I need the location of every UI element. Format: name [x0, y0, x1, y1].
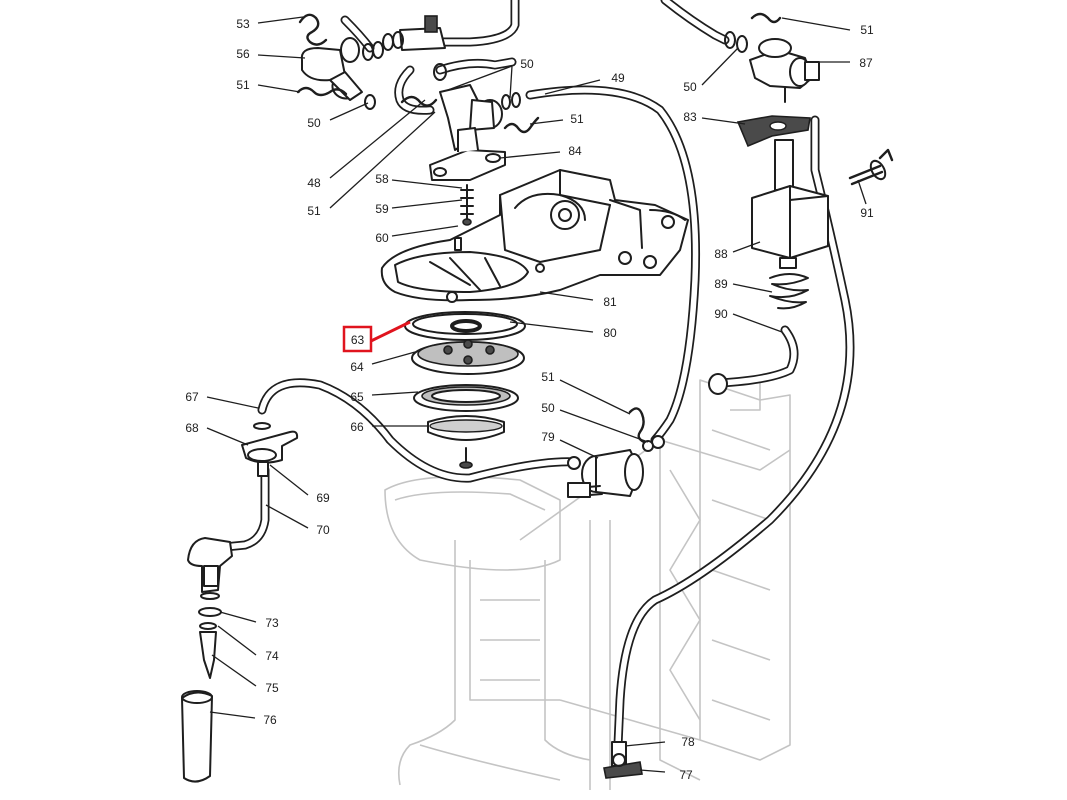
solenoid-assembly: [708, 31, 894, 395]
callout-label: 68: [185, 421, 199, 435]
leader-line: [371, 391, 419, 396]
leader-line: [371, 351, 416, 365]
callout-label: 83: [683, 110, 697, 124]
leader-line: [219, 611, 257, 623]
callout-label: 87: [859, 56, 873, 70]
callout-label: 84: [568, 144, 582, 158]
bottom-connector: [603, 741, 643, 779]
leader-line: [781, 17, 851, 31]
spring-clips: [296, 12, 782, 444]
callout-label: 51: [236, 78, 250, 92]
callout-label: 75: [265, 681, 279, 695]
leader-line: [447, 65, 513, 91]
leader-line: [639, 769, 666, 773]
callout-label: 65: [350, 390, 364, 404]
ghost-chassis: [384, 379, 791, 790]
leader-line: [391, 179, 463, 189]
callout-label: 50: [683, 80, 697, 94]
callout-label: 73: [265, 616, 279, 630]
leader-line: [269, 464, 309, 496]
top-fittings: [300, 15, 521, 181]
callout-label: 58: [375, 172, 389, 186]
leader-line: [732, 241, 761, 253]
callout-label: 51: [541, 370, 555, 384]
callout-label: 48: [307, 176, 321, 190]
callout-layer: 53 56 51 50 48 51 50 49 51 84 58 59 60 8…: [185, 16, 874, 782]
highlight-box: [342, 325, 373, 353]
leader-line: [391, 199, 463, 209]
callout-label: 50: [520, 57, 534, 71]
callout-label: 50: [307, 116, 321, 130]
leader-line: [509, 321, 594, 333]
leader-line: [559, 439, 599, 459]
callout-label: 51: [570, 112, 584, 126]
callout-label: 67: [185, 390, 199, 404]
leader-line: [624, 741, 666, 747]
callout-label: 64: [350, 360, 364, 374]
callout-label: 78: [681, 735, 695, 749]
callout-label: 70: [316, 523, 330, 537]
callout-label: 66: [350, 420, 364, 434]
leader-line: [701, 117, 746, 125]
callout-label: 51: [860, 23, 874, 37]
leader-line: [499, 151, 561, 159]
callout-label: 51: [307, 204, 321, 218]
callout-label: 77: [679, 768, 693, 782]
callout-label: 80: [603, 326, 617, 340]
leader-line: [257, 84, 301, 93]
callout-label: 74: [265, 649, 279, 663]
callout-label: 69: [316, 491, 330, 505]
leader-line: [206, 427, 249, 446]
leader-line: [329, 99, 426, 179]
callout-label: 49: [611, 71, 625, 85]
callout-label: 50: [541, 401, 555, 415]
callout-label: 60: [375, 231, 389, 245]
disc-stack: [404, 311, 526, 469]
highlight-leader-line: [370, 320, 411, 343]
callout-label: 53: [236, 17, 250, 31]
leader-line: [206, 396, 259, 409]
callout-label: 88: [714, 247, 728, 261]
leader-line: [857, 179, 867, 205]
callout-label: 76: [263, 713, 277, 727]
callout-label: 56: [236, 47, 250, 61]
callout-label: 81: [603, 295, 617, 309]
callout-label: 91: [860, 206, 874, 220]
leader-line: [211, 654, 257, 687]
callout-label: 79: [541, 430, 555, 444]
leader-line: [559, 409, 649, 443]
leader-line: [544, 79, 601, 95]
callout-label: 59: [375, 202, 389, 216]
leader-line: [209, 711, 256, 719]
leader-line: [217, 625, 257, 656]
highlight-label: 63: [351, 333, 365, 347]
spout-assembly: [181, 422, 299, 783]
leader-line: [539, 291, 594, 301]
leader-line: [732, 313, 783, 333]
leader-line: [257, 54, 306, 59]
brew-unit-body: [380, 169, 689, 303]
leader-line: [701, 47, 739, 86]
leader-line: [257, 16, 304, 24]
leader-line: [732, 283, 773, 293]
leader-line: [529, 119, 564, 125]
callout-label: 89: [714, 277, 728, 291]
leader-line: [329, 102, 369, 121]
leader-line: [265, 504, 309, 529]
leader-line: [559, 379, 631, 415]
leader-line: [509, 65, 513, 99]
leader-line: [391, 225, 459, 237]
valve-79: [567, 435, 665, 498]
callout-label: 90: [714, 307, 728, 321]
highlight-63: 63: [342, 320, 411, 353]
leader-line: [329, 111, 436, 209]
tubing: [220, 0, 855, 750]
